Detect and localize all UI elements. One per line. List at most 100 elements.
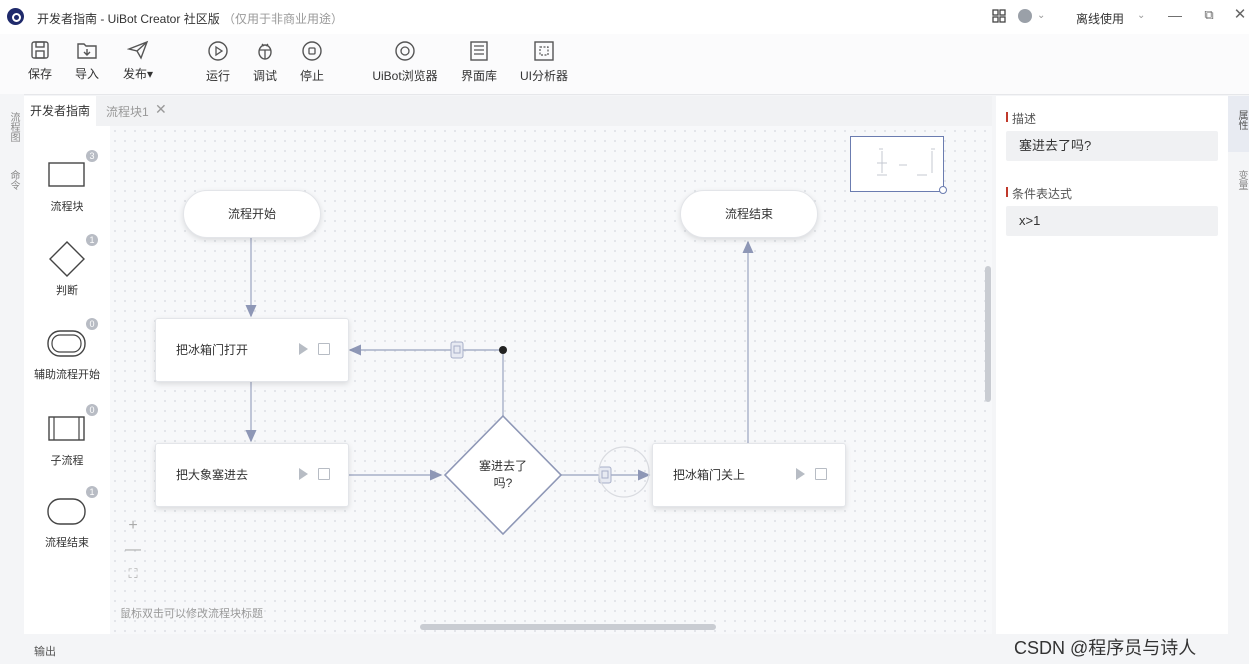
decision-label-line2: 吗? [493,476,513,490]
window-title: 开发者指南 - UiBot Creator 社区版 （仅用于非商业用途） [37,10,343,27]
component-palette [24,126,110,634]
account-avatar-icon[interactable] [1018,9,1032,23]
publish-label: 发布▾ [122,67,154,81]
ui-analyzer-label: UI分析器 [519,69,568,83]
condition-tag-icon[interactable] [450,341,464,359]
save-icon [31,41,49,59]
edit-block-icon[interactable] [815,468,827,480]
layout-grid-icon[interactable] [992,9,1006,23]
minimap[interactable] [850,136,944,192]
right-rail-active-bg [1228,96,1249,152]
uibot-logo-icon [7,8,24,25]
description-label: 描述 [1012,112,1037,126]
vertical-scrollbar[interactable] [985,266,991,402]
run-block-icon[interactable] [299,468,308,480]
watermark-text: CSDN @程序员与诗人 [1014,638,1197,658]
browser-icon [395,41,415,61]
count-badge: 0 [86,318,98,330]
required-marker [1006,112,1008,122]
count-badge: 1 [86,234,98,246]
decision-node-shape[interactable] [443,414,563,536]
properties-rail-tab[interactable]: 属性 [1236,110,1247,130]
ui-library-button[interactable]: 界面库 [458,38,500,90]
fit-view-button[interactable]: ⛶ [128,566,138,581]
save-button[interactable]: 保存 [24,38,56,90]
import-label: 导入 [74,67,99,81]
stop-label: 停止 [299,69,324,83]
description-field[interactable]: 塞进去了吗? [1006,131,1218,161]
debug-label: 调试 [252,69,277,83]
import-icon [77,43,97,59]
flowchart-rail-tab[interactable]: 流程图 [8,112,19,142]
edit-block-icon[interactable] [318,468,330,480]
stop-button[interactable]: 停止 [296,38,328,90]
connector-anchor-dot[interactable] [499,346,507,354]
run-play-icon [208,41,228,61]
restore-button[interactable]: ⧉ [1204,7,1214,22]
offline-mode-menu[interactable]: 离线使用 [1076,12,1125,26]
decision-diamond-icon [49,241,85,277]
tab-developer-guide[interactable]: 开发者指南 [24,96,96,126]
close-window-button[interactable]: ✕ [1233,6,1247,23]
flow-block-put-elephant[interactable]: 把大象塞进去 [155,443,349,507]
ui-analyzer-icon [534,41,554,61]
flow-start-label: 流程开始 [227,207,276,221]
chevron-down-icon[interactable]: ⌄ [1037,10,1046,21]
required-marker [1006,187,1008,197]
decision-node-label: 塞进去了 吗? [463,458,543,492]
minimap-resize-handle[interactable] [939,186,947,194]
flow-end-shape-icon [47,498,86,525]
edit-block-icon[interactable] [318,343,330,355]
debug-bug-icon [258,43,272,60]
condition-expression-field[interactable]: x>1 [1006,206,1218,236]
palette-label: 辅助流程开始 [34,369,100,381]
debug-button[interactable]: 调试 [249,38,281,90]
right-rail [1228,96,1249,634]
flow-block-close-fridge[interactable]: 把冰箱门关上 [652,443,846,507]
block-title: 把冰箱门打开 [176,343,249,357]
variables-rail-tab[interactable]: 变量 [1236,170,1247,190]
window-title-subtitle: （仅用于非商业用途） [223,12,344,26]
flow-end-node[interactable]: 流程结束 [680,190,818,238]
title-bar [0,0,1249,34]
count-badge: 3 [86,150,98,162]
zoom-out-button[interactable]: — [125,541,141,558]
palette-item-decision[interactable]: 1 判断 [24,234,110,300]
output-panel-tab[interactable]: 输出 [34,646,56,658]
palette-label: 流程结束 [45,537,89,549]
palette-item-flow-block[interactable]: 3 流程块 [24,150,110,218]
import-button[interactable]: 导入 [71,38,103,90]
canvas-hint-text: 鼠标双击可以修改流程块标题 [120,608,263,620]
properties-panel [996,96,1228,634]
window-title-text: 开发者指南 - UiBot Creator 社区版 [37,12,220,26]
run-block-icon[interactable] [796,468,805,480]
chevron-down-icon[interactable]: ⌄ [1137,10,1146,21]
horizontal-scrollbar[interactable] [420,624,716,630]
palette-label: 子流程 [50,455,84,467]
cursor-highlight-ring [598,446,650,498]
minimize-button[interactable]: — [1168,7,1182,23]
zoom-in-button[interactable]: + [128,517,138,534]
run-button[interactable]: 运行 [202,38,234,90]
flow-block-open-fridge[interactable]: 把冰箱门打开 [155,318,349,382]
run-block-icon[interactable] [299,343,308,355]
commands-rail-tab[interactable]: 命令 [8,170,19,190]
flow-block-shape-icon [48,162,85,187]
palette-item-subflow[interactable]: 0 子流程 [24,404,110,472]
publish-send-icon [127,40,149,60]
zoom-controls: + — ⛶ [122,516,144,588]
uibot-browser-button[interactable]: UiBot浏览器 [366,38,444,90]
tab-close-icon[interactable]: ✕ [155,101,167,117]
status-bar [0,634,1249,664]
aux-start-shape-icon [47,330,86,357]
ui-analyzer-button[interactable]: UI分析器 [516,38,572,90]
flow-start-node[interactable]: 流程开始 [183,190,321,238]
palette-item-flow-end[interactable]: 1 流程结束 [24,486,110,554]
palette-item-aux-start[interactable]: 0 辅助流程开始 [24,318,110,386]
tab-flow-block[interactable]: 流程块1 [106,105,149,119]
publish-button[interactable]: 发布▾ [118,38,158,90]
condition-label: 条件表达式 [1012,187,1073,201]
connector-decision-no-loop[interactable] [348,344,504,416]
block-title: 把大象塞进去 [176,468,249,482]
